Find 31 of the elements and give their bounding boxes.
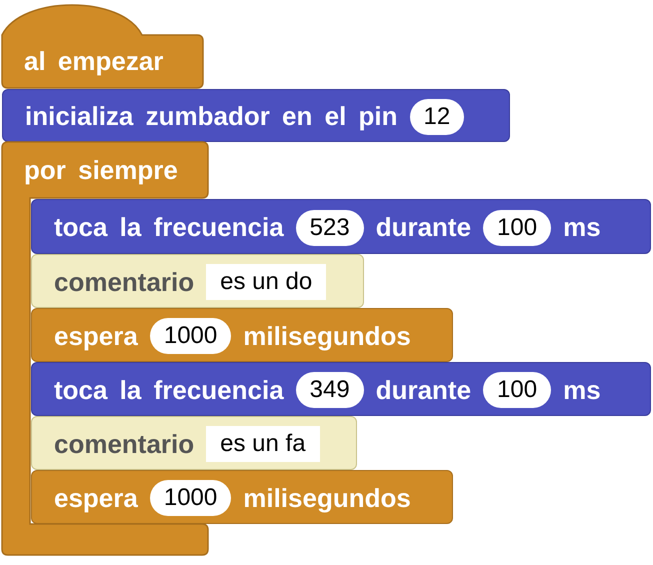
block-label: comentario xyxy=(54,266,194,298)
number-field: 349 xyxy=(296,372,364,408)
code-block xyxy=(31,199,651,254)
block-label: al empezar xyxy=(24,46,164,77)
block-label: milisegundos xyxy=(243,482,411,514)
number-field: 1000 xyxy=(150,318,232,354)
number-field: 523 xyxy=(296,210,364,246)
block-label: ms xyxy=(563,212,601,243)
block-label: comentario xyxy=(54,428,194,460)
block-label: por siempre xyxy=(24,154,178,186)
comment-field: es un do xyxy=(206,264,326,300)
block-label: toca la frecuencia xyxy=(54,212,284,243)
number-field: 1000 xyxy=(150,480,232,516)
block-label: espera xyxy=(54,320,138,352)
code-block xyxy=(31,470,453,524)
block-label: toca la frecuencia xyxy=(54,374,284,406)
block-label: inicializa zumbador en el pin xyxy=(25,101,398,132)
block-label: ms xyxy=(563,374,601,406)
code-block xyxy=(2,89,510,142)
block-label: durante xyxy=(376,212,472,243)
code-block xyxy=(31,362,651,416)
number-field: 100 xyxy=(483,372,552,408)
block-label: durante xyxy=(376,374,472,406)
comment-field: es un fa xyxy=(206,426,320,462)
number-field: 12 xyxy=(410,98,464,134)
comment-block xyxy=(31,416,357,470)
block-label: milisegundos xyxy=(243,320,411,352)
number-field: 100 xyxy=(483,210,552,246)
comment-block xyxy=(31,254,364,308)
code-block xyxy=(31,308,453,362)
block-label: espera xyxy=(54,482,138,514)
